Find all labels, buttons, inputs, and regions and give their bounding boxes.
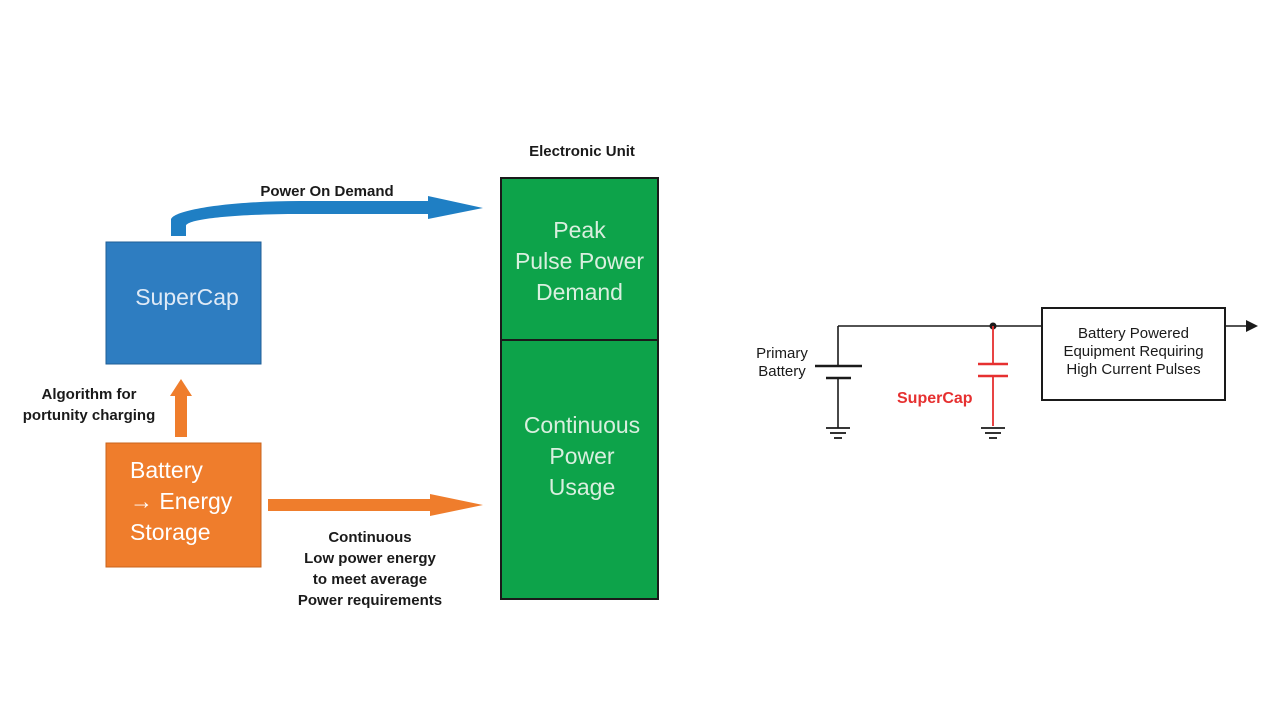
circuit-supercap-label: SuperCap	[897, 390, 973, 407]
battery-line-3: Storage	[130, 519, 211, 545]
battery-line-1: Battery	[130, 457, 203, 483]
usage-line-1: Continuous	[523, 412, 641, 438]
continuous-section-label: Continuous Power Usage	[501, 410, 663, 503]
continuous-usage-section	[500, 339, 659, 600]
continuous-energy-label: Continuous Low power energy to meet aver…	[268, 527, 472, 611]
electronic-unit-title: Electronic Unit	[529, 143, 635, 160]
battery-ground-icon	[826, 427, 850, 439]
algorithm-line-1: Algorithm for	[41, 386, 137, 403]
supercap-ground-icon	[981, 427, 1005, 439]
power-on-demand-label: Power On Demand	[260, 183, 394, 200]
usage-line-2: Power	[549, 443, 615, 469]
continuous-energy-arrow	[268, 494, 483, 516]
primary-battery-line-2: Battery	[758, 363, 806, 380]
battery-box	[105, 442, 262, 568]
equipment-box	[1041, 307, 1226, 401]
primary-battery-label: Primary Battery	[742, 345, 822, 381]
supercap-box-label: SuperCap	[135, 284, 239, 310]
peak-line-3: Demand	[536, 279, 623, 305]
algorithm-label: Algorithm for portunity charging	[0, 384, 178, 426]
continuous-line-2: Low power energy	[304, 550, 436, 567]
algorithm-line-2: portunity charging	[22, 407, 156, 424]
output-arrow-icon	[1246, 320, 1258, 332]
charging-up-arrow	[170, 379, 192, 437]
continuous-line-4: Power requirements	[297, 592, 443, 609]
equipment-line-3: High Current Pulses	[1066, 361, 1201, 378]
peak-section-label: Peak Pulse Power Demand	[501, 215, 658, 308]
usage-line-3: Usage	[548, 474, 616, 500]
battery-line-2: → Energy	[130, 488, 233, 514]
peak-line-2: Pulse Power	[514, 248, 645, 274]
continuous-line-3: to meet average	[312, 571, 428, 588]
equipment-line-2: Equipment Requiring	[1063, 343, 1204, 360]
equipment-box-label: Battery Powered Equipment Requiring High…	[1042, 325, 1225, 379]
supercap-box	[105, 241, 262, 365]
continuous-line-1: Continuous	[328, 529, 412, 546]
peak-pulse-section	[500, 177, 659, 341]
peak-line-1: Peak	[553, 217, 606, 243]
power-on-demand-arrow	[171, 196, 483, 236]
equipment-line-1: Battery Powered	[1078, 325, 1189, 342]
circuit-wiring	[837, 325, 1246, 428]
primary-battery-line-1: Primary	[756, 345, 808, 362]
battery-box-label: Battery → Energy Storage	[130, 455, 270, 548]
supercap-capacitor-icon	[978, 326, 1008, 426]
